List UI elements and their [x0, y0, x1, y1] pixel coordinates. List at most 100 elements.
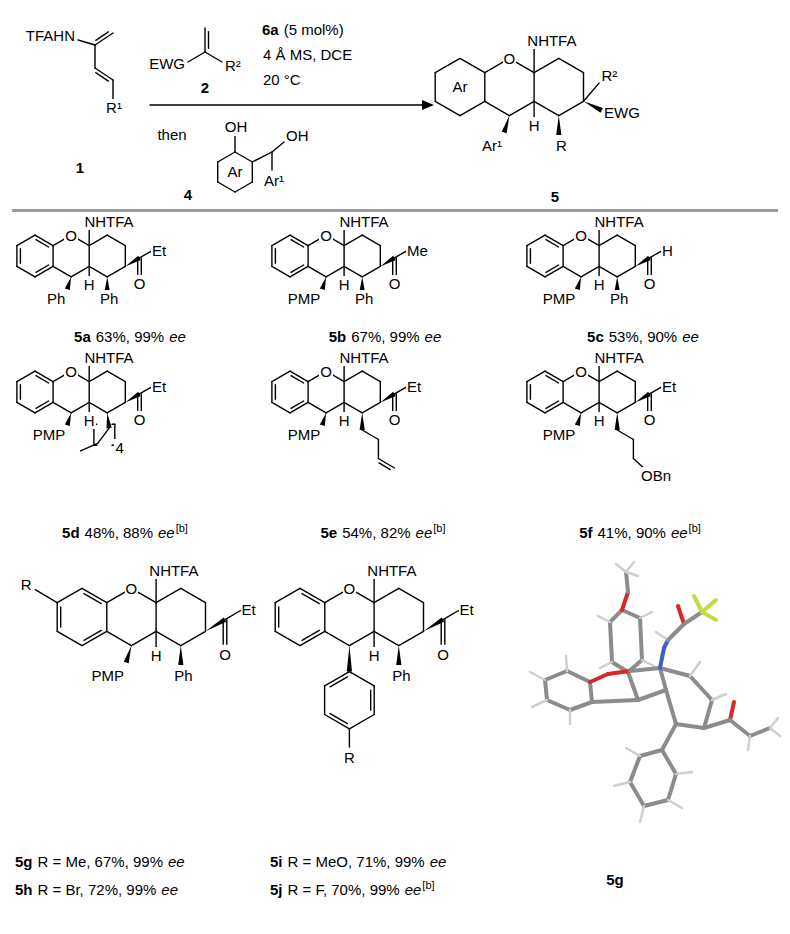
bond-line [96, 73, 109, 81]
bond-line [82, 631, 107, 645]
bond-line [443, 611, 459, 620]
crystal-stick [622, 592, 628, 610]
atom-label: Et [459, 601, 475, 618]
bond-line [275, 385, 276, 400]
bond-line [181, 631, 206, 645]
bond-line [272, 235, 290, 246]
bond-line [598, 382, 599, 403]
caption-text: 5i [270, 853, 283, 871]
bond-line [533, 48, 534, 73]
atom-label: H [593, 412, 606, 429]
bond-line [291, 401, 304, 408]
bond-line [635, 382, 636, 403]
bond-line [617, 266, 635, 277]
bond-line [380, 246, 381, 267]
crystal-stick [626, 572, 638, 576]
bond-line [395, 387, 406, 394]
bond-line [546, 240, 559, 247]
bond-line [84, 630, 101, 640]
bond-line [57, 603, 58, 632]
wedge-bond [584, 101, 603, 112]
caption-text: ee [169, 328, 186, 346]
crystal-stick [684, 612, 702, 624]
crystal-stick [567, 671, 590, 682]
bond-line [107, 371, 125, 382]
atom-label: 20 °C [262, 71, 302, 88]
caption-text: 5b [329, 328, 347, 346]
crystal-stick [590, 674, 608, 682]
atom-label: Ph [99, 290, 119, 307]
atom-label: H [368, 647, 381, 664]
wedge-bond [380, 392, 396, 403]
wedge-bond [105, 277, 110, 291]
bond-line [435, 58, 460, 72]
crystal-stick [530, 672, 545, 680]
atom-label: H [661, 242, 674, 259]
atom-label: O [643, 275, 657, 292]
wedge-bond [615, 277, 620, 291]
atom-label: H [528, 117, 541, 134]
atom-label: OH [224, 118, 249, 135]
atom-label: Et [241, 601, 257, 618]
bond-line [362, 235, 380, 246]
atom-label: Me [406, 242, 429, 259]
atom-label: O [343, 580, 357, 597]
caption-text: 5j [270, 881, 283, 899]
bond-line [36, 376, 49, 383]
crystal-stick [694, 596, 702, 612]
bond-line [52, 246, 53, 267]
crystal-stick [770, 718, 778, 728]
crystal-stick [598, 616, 610, 622]
bond-line [534, 101, 559, 115]
caption-text: (5 mol%) [284, 21, 344, 39]
caption-text: ee [161, 881, 178, 899]
wedge-bond [125, 256, 141, 267]
crystal-stick [610, 622, 612, 662]
caption-text: 54%, 82% [342, 524, 410, 542]
wedge-bond [360, 413, 365, 430]
bond-line [559, 101, 584, 115]
caption-text: [b] [422, 879, 434, 892]
bond-line [392, 394, 393, 412]
bond-line [141, 258, 142, 276]
atom-label: H [593, 276, 606, 293]
caption-text: [b] [176, 522, 188, 535]
atom-label: Et [151, 242, 167, 259]
bond-line [81, 443, 98, 451]
crystal-stick [662, 750, 676, 774]
crystal-stick [660, 648, 664, 668]
bond-line [395, 251, 406, 258]
bond-line [441, 620, 442, 645]
bond-line [291, 376, 304, 383]
bond-line [137, 394, 138, 412]
bond-line [527, 402, 545, 413]
bond-line [155, 631, 156, 647]
bond-line [559, 58, 584, 72]
caption-text: 48%, 88% [85, 524, 153, 542]
atom-label: Et [151, 378, 167, 395]
crystal-stick [656, 632, 668, 640]
crystal-stick [690, 676, 712, 700]
bond-line [107, 266, 125, 277]
bond-line [399, 588, 424, 602]
bond-line [20, 249, 21, 264]
bond-line [137, 258, 138, 276]
atom-label: 1 [75, 159, 85, 176]
crystal-stick [640, 806, 644, 822]
atom-label: R² [600, 67, 618, 84]
bond-line [53, 402, 71, 413]
wedge-bond [635, 256, 651, 267]
crystal-stick [640, 612, 652, 618]
bond-line [399, 631, 424, 645]
atom-label: O [574, 363, 588, 380]
bond-line [17, 266, 35, 277]
wedge-bond [320, 413, 326, 426]
crystal-stick [610, 610, 622, 622]
bond-line [344, 371, 362, 382]
bond-line [94, 45, 95, 68]
wedge-bond [380, 256, 396, 267]
atom-label: O [503, 50, 517, 67]
atom-label: Et [406, 378, 422, 395]
